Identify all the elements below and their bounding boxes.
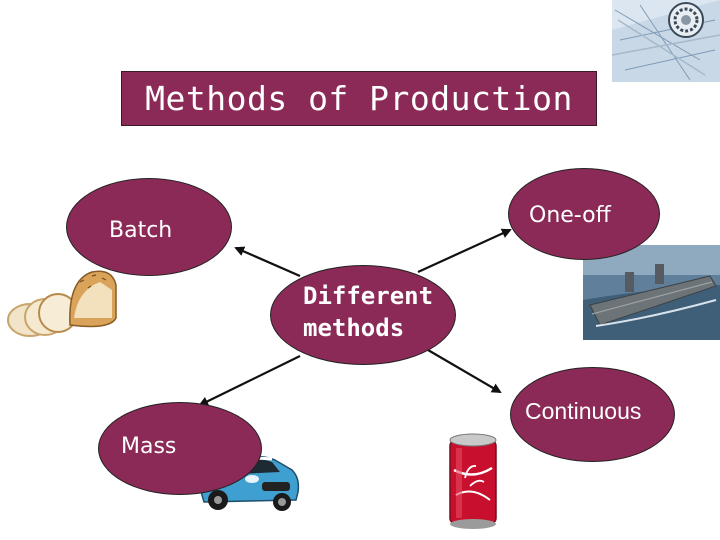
cola-can-image [449, 433, 497, 529]
node-continuous-label: Continuous [525, 398, 642, 424]
node-mass: Mass [98, 402, 262, 495]
node-center-label: Different methods [303, 282, 434, 342]
page-title: Methods of Production [145, 79, 573, 118]
title-box: Methods of Production [121, 71, 597, 126]
arrow-to-one-off [417, 228, 512, 274]
aircraft-carrier-image [583, 245, 720, 340]
node-one-off: One-off [508, 168, 660, 260]
node-different-methods: Different methods [270, 265, 456, 365]
node-batch-label: Batch [109, 218, 173, 243]
node-batch: Batch [66, 178, 232, 276]
node-one-off-label: One-off [529, 203, 611, 228]
arrow-to-mass [198, 355, 301, 406]
node-mass-label: Mass [121, 434, 177, 459]
bread-image [7, 270, 117, 337]
arrow-to-continuous [427, 349, 502, 394]
node-continuous: Continuous [510, 367, 675, 462]
arrow-to-batch [234, 246, 301, 278]
blueprint-gear-image [611, 0, 720, 82]
